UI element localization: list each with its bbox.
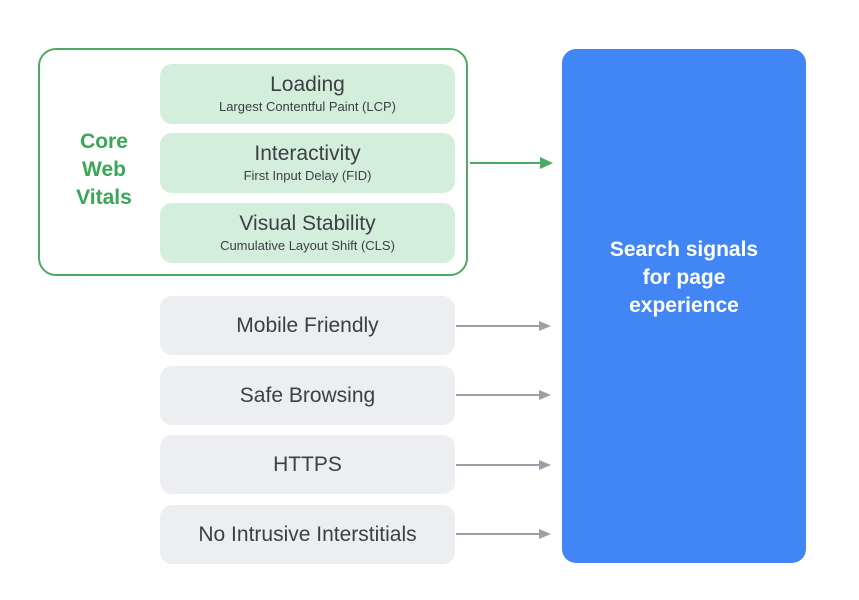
signal-box-safe-browsing: Safe Browsing [160, 366, 455, 425]
signal-box-no-intrusive-interstitials: No Intrusive Interstitials [160, 505, 455, 564]
mobile-friendly-arrow [456, 321, 551, 331]
label-line: for page [642, 265, 726, 289]
signal-box-mobile-friendly: Mobile Friendly [160, 296, 455, 355]
cwv-arrow [470, 157, 553, 169]
metric-subtitle: Cumulative Layout Shift (CLS) [220, 238, 395, 253]
metric-title: Visual Stability [239, 212, 376, 235]
page-experience-signals-box: Search signals for page experience [562, 49, 806, 563]
https-arrow [456, 460, 551, 470]
core-web-vitals-group [38, 48, 468, 276]
metric-title: Interactivity [254, 142, 361, 165]
label-line: experience [629, 293, 739, 317]
no-intrusive-interstitials-arrow [456, 529, 551, 539]
metric-box-loading: Loading Largest Contentful Paint (LCP) [160, 64, 455, 124]
label-line: Core [80, 130, 128, 153]
signal-title: HTTPS [273, 452, 342, 476]
metric-box-interactivity: Interactivity First Input Delay (FID) [160, 133, 455, 193]
signal-title: No Intrusive Interstitials [198, 522, 417, 546]
core-web-vitals-label: Core Web Vitals [58, 128, 150, 212]
safe-browsing-arrow [456, 390, 551, 400]
signal-title: Mobile Friendly [236, 313, 379, 337]
page-experience-label: Search signals for page experience [584, 236, 784, 320]
label-line: Web [82, 158, 126, 181]
metric-subtitle: First Input Delay (FID) [243, 168, 372, 183]
label-line: Search signals [609, 237, 759, 261]
label-line: Vitals [76, 186, 132, 209]
signal-title: Safe Browsing [239, 383, 376, 407]
signal-box-https: HTTPS [160, 435, 455, 494]
metric-box-visual-stability: Visual Stability Cumulative Layout Shift… [160, 203, 455, 263]
metric-title: Loading [270, 73, 345, 96]
metric-subtitle: Largest Contentful Paint (LCP) [218, 99, 397, 114]
